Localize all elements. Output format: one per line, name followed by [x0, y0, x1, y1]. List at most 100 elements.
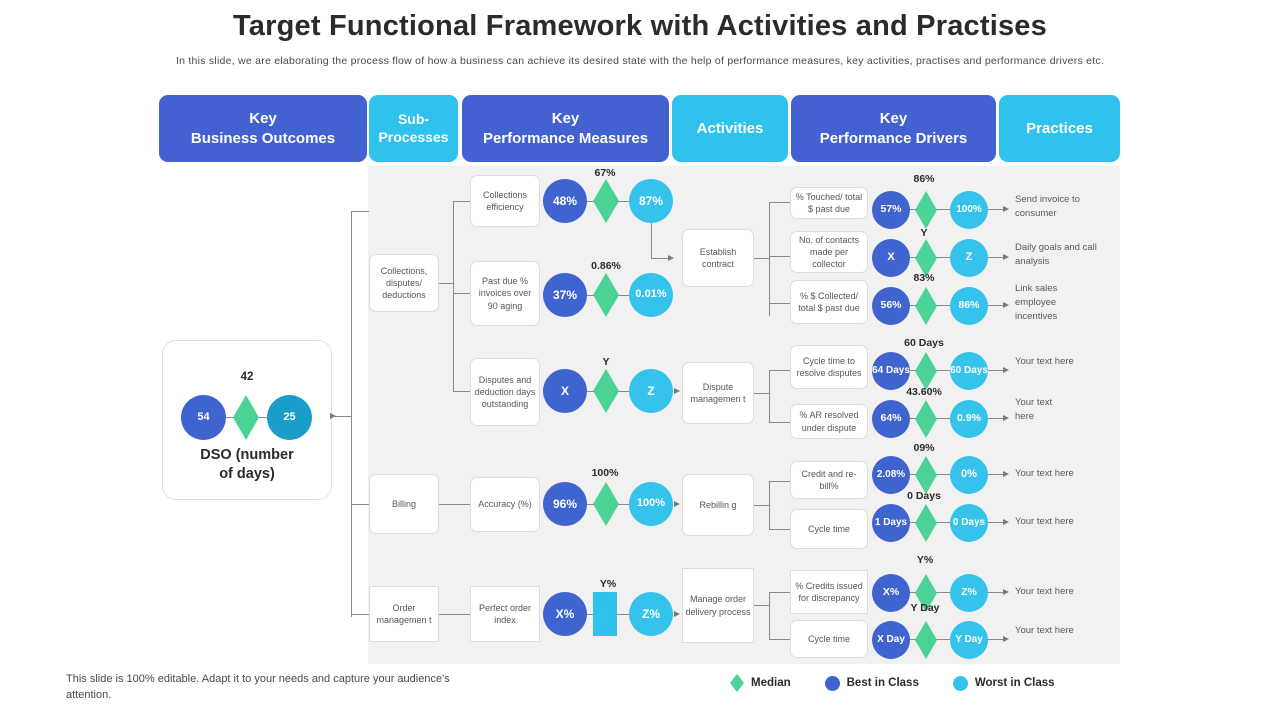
- measure-median-diamond-perfect-order-index: [593, 592, 617, 636]
- dso-outcome-card[interactable]: 42 54 25 DSO (number of days): [162, 340, 332, 500]
- header-line2: Performance Measures: [482, 129, 649, 147]
- column-header-activities[interactable]: Activities: [672, 95, 788, 162]
- driver-box-cycle-time-rebilling[interactable]: Cycle time: [790, 509, 868, 549]
- driver-median-label-1: 86%: [913, 173, 935, 185]
- driver-worst-circle-9[interactable]: Y Day: [950, 621, 988, 659]
- driver-best-circle-3[interactable]: 56%: [872, 287, 910, 325]
- measure-box-past-due-invoices[interactable]: Past due % invoices over 90 aging: [470, 261, 540, 326]
- practice-text-8: Your text here: [1015, 586, 1074, 597]
- driver-worst-circle-8[interactable]: Z%: [950, 574, 988, 612]
- column-header-practices[interactable]: Practices: [999, 95, 1120, 162]
- driver-box-contacts-per-collector[interactable]: No. of contacts made per collector: [790, 231, 868, 273]
- measure-box-disputes-deduction-days[interactable]: Disputes and deduction days outstanding: [470, 358, 540, 426]
- driver-median-diamond-7: [915, 504, 937, 542]
- header-line2: Processes: [378, 128, 449, 145]
- measure-best-circle-past-due-invoices[interactable]: 37%: [543, 273, 587, 317]
- column-header-key-business-outcomes[interactable]: Key Business Outcomes: [159, 95, 367, 162]
- driver-worst-circle-1[interactable]: 100%: [950, 191, 988, 229]
- practice-text-1: Send invoice to consumer: [1015, 194, 1080, 219]
- column-header-sub-processes[interactable]: Sub- Processes: [369, 95, 458, 162]
- driver-worst-circle-4[interactable]: 60 Days: [950, 352, 988, 390]
- driver-median-diamond-3: [915, 287, 937, 325]
- header-line1: Practices: [1026, 119, 1093, 137]
- driver-best-circle-1[interactable]: 57%: [872, 191, 910, 229]
- driver-best-circle-8[interactable]: X%: [872, 574, 910, 612]
- sub-process-collections[interactable]: Collections, disputes/ deductions: [369, 254, 439, 312]
- driver-best-circle-4[interactable]: 64 Days: [872, 352, 910, 390]
- activity-dispute-management[interactable]: Dispute managemen t: [682, 362, 754, 424]
- measure-box-accuracy[interactable]: Accuracy (%): [470, 477, 540, 532]
- measure-median-diamond-collections-efficiency: [593, 179, 619, 223]
- driver-best-circle-2[interactable]: X: [872, 239, 910, 277]
- activity-establish-contract[interactable]: Establish contract: [682, 229, 754, 287]
- measure-worst-circle-perfect-order-index[interactable]: Z%: [629, 592, 673, 636]
- measure-box-collections-efficiency[interactable]: Collections efficiency: [470, 175, 540, 227]
- sub-process-order-management[interactable]: Order managemen t: [369, 586, 439, 642]
- dso-worst-circle[interactable]: 25: [267, 395, 312, 440]
- driver-best-circle-7[interactable]: 1 Days: [872, 504, 910, 542]
- measure-worst-circle-disputes[interactable]: Z: [629, 369, 673, 413]
- measure-worst-circle-past-due-invoices[interactable]: 0.01%: [629, 273, 673, 317]
- driver-worst-circle-7[interactable]: 0 Days: [950, 504, 988, 542]
- activity-rebilling[interactable]: Rebillin g: [682, 474, 754, 536]
- column-header-key-performance-measures[interactable]: Key Performance Measures: [462, 95, 669, 162]
- driver-median-diamond-2: [915, 239, 937, 277]
- driver-box-credit-and-rebill[interactable]: Credit and re-bill%: [790, 461, 868, 499]
- measure-median-label-accuracy: 100%: [591, 467, 619, 479]
- measure-best-circle-perfect-order-index[interactable]: X%: [543, 592, 587, 636]
- header-line1: Key: [879, 110, 908, 128]
- dso-card-label: DSO (number of days): [200, 447, 294, 482]
- measure-median-label-collections-efficiency: 67%: [594, 167, 616, 179]
- measure-worst-circle-accuracy[interactable]: 100%: [629, 482, 673, 526]
- measure-box-perfect-order-index[interactable]: Perfect order index: [470, 586, 540, 642]
- legend-label-worst-in-class: Worst in Class: [974, 677, 1055, 689]
- measure-best-circle-disputes[interactable]: X: [543, 369, 587, 413]
- driver-worst-circle-6[interactable]: 0%: [950, 456, 988, 494]
- driver-box-ar-resolved-under-dispute[interactable]: % AR resolved under dispute: [790, 404, 868, 439]
- page-title: Target Functional Framework with Activit…: [233, 10, 1047, 42]
- driver-box-credits-issued-discrepancy[interactable]: % Credits issued for discrepancy: [790, 570, 868, 614]
- driver-box-touched-total-past-due[interactable]: % Touched/ total $ past due: [790, 187, 868, 219]
- driver-best-circle-9[interactable]: X Day: [872, 621, 910, 659]
- driver-median-diamond-6: [915, 456, 937, 494]
- driver-box-cycle-time-order[interactable]: Cycle time: [790, 620, 868, 658]
- dso-best-circle[interactable]: 54: [181, 395, 226, 440]
- driver-median-label-7: 0 Days: [907, 490, 941, 502]
- driver-box-collected-total-past-due[interactable]: % $ Collected/ total $ past due: [790, 280, 868, 324]
- measure-worst-circle-collections-efficiency[interactable]: 87%: [629, 179, 673, 223]
- measure-median-diamond-accuracy: [593, 482, 619, 526]
- column-header-key-performance-drivers[interactable]: Key Performance Drivers: [791, 95, 996, 162]
- driver-median-diamond-9: [915, 621, 937, 659]
- measure-median-diamond-past-due-invoices: [593, 273, 619, 317]
- page-subtitle: In this slide, we are elaborating the pr…: [175, 55, 1105, 67]
- diamond-icon: [730, 674, 744, 692]
- activity-manage-order-delivery[interactable]: Manage order delivery process: [682, 568, 754, 643]
- driver-median-diamond-1: [915, 191, 937, 229]
- practice-text-5: Your text here: [1015, 397, 1053, 422]
- driver-median-label-2: Y: [920, 227, 928, 239]
- legend-item-best-in-class: Best in Class: [824, 675, 919, 691]
- legend-item-worst-in-class: Worst in Class: [952, 675, 1055, 691]
- header-line2: Business Outcomes: [190, 129, 336, 147]
- driver-best-circle-5[interactable]: 64%: [872, 400, 910, 438]
- circle-icon-best: [824, 675, 840, 691]
- driver-worst-circle-2[interactable]: Z: [950, 239, 988, 277]
- practice-text-3: Link sales employee incentives: [1015, 283, 1058, 322]
- sub-process-billing[interactable]: Billing: [369, 474, 439, 534]
- driver-box-cycle-time-resolve-disputes[interactable]: Cycle time to resolve disputes: [790, 345, 868, 389]
- practice-text-9: Your text here: [1015, 625, 1074, 636]
- header-line1: Sub-: [397, 110, 430, 127]
- driver-median-diamond-8: [915, 574, 937, 612]
- driver-worst-circle-5[interactable]: 0.9%: [950, 400, 988, 438]
- legend-item-median: Median: [730, 674, 791, 692]
- driver-best-circle-6[interactable]: 2.08%: [872, 456, 910, 494]
- measure-best-circle-collections-efficiency[interactable]: 48%: [543, 179, 587, 223]
- driver-median-diamond-4: [915, 352, 937, 390]
- measure-median-label-past-due-invoices: 0.86%: [591, 260, 621, 272]
- measure-best-circle-accuracy[interactable]: 96%: [543, 482, 587, 526]
- driver-median-label-4: 60 Days: [904, 337, 944, 349]
- driver-worst-circle-3[interactable]: 86%: [950, 287, 988, 325]
- driver-median-label-6: 09%: [913, 442, 935, 454]
- dso-median-value: 42: [240, 371, 254, 383]
